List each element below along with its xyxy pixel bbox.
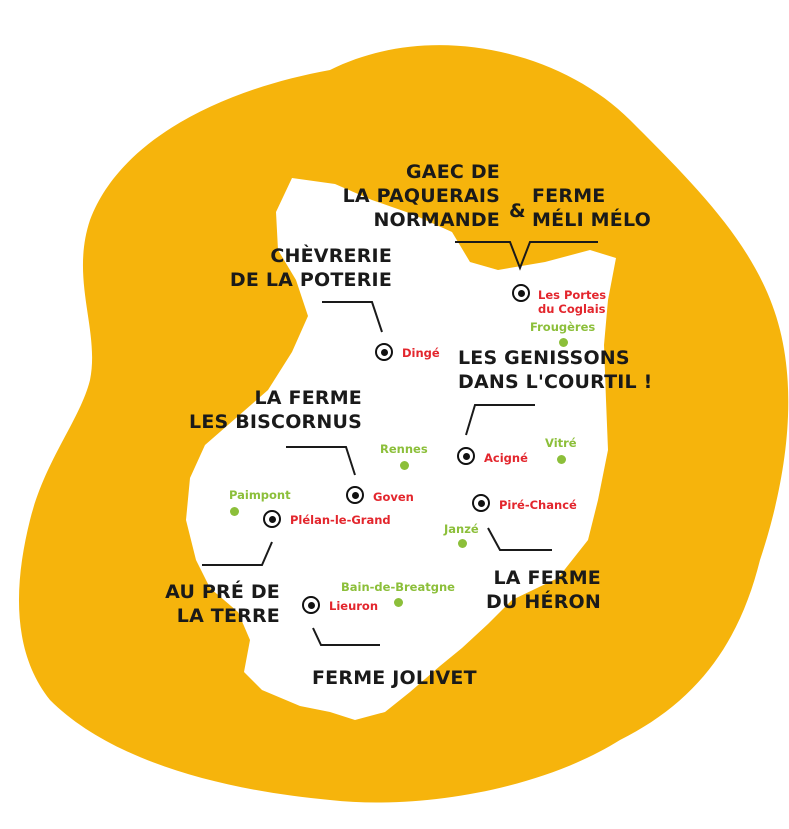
city-dot-vitre [557,455,566,464]
farm-label-line: LES GENISSONS [458,347,630,369]
city-label-janze: Janzé [444,522,479,536]
leader-line-pre-terre [202,541,273,566]
leader-line-jolivet [312,627,380,646]
city-label-rennes: Rennes [380,442,428,456]
farm-label-line: FERME [532,185,606,207]
city-dot-bain [394,598,403,607]
farm-marker-lieuron[interactable] [302,596,320,614]
farm-label-chevrerie: CHÈVRERIE DE LA POTERIE [210,244,392,292]
leader-line-heron [487,527,552,551]
city-dot-fougeres [559,338,568,347]
farm-label-genissons: LES GENISSONS DANS L'COURTIL ! [458,346,653,394]
ampersand: & [509,200,526,222]
farm-marker-goven[interactable] [346,486,364,504]
city-dot-rennes [400,461,409,470]
farm-town-goven: Goven [373,490,414,504]
farm-label-line: DE LA POTERIE [229,269,392,291]
farm-marker-portes-coglais[interactable] [512,284,530,302]
farm-label-heron: LA FERME DU HÉRON [470,566,601,614]
farm-label-line: LA PAQUERAIS [342,185,500,207]
farm-label-paquerais: GAEC DE LA PAQUERAIS NORMANDE [318,160,500,232]
farm-label-biscornus: LA FERME LES BISCORNUS [160,386,362,434]
farm-marker-dinge[interactable] [375,343,393,361]
farm-town-plelan: Plélan-le-Grand [290,513,391,527]
leader-line-genissons [465,404,535,436]
farm-marker-pire[interactable] [472,494,490,512]
farm-label-line: DANS L'COURTIL ! [458,371,653,393]
farm-town-line: du Coglais [538,302,606,316]
farm-label-line: GAEC DE [406,161,500,183]
farm-label-line: FERME JOLIVET [312,667,477,689]
city-label-paimpont: Paimpont [229,488,291,502]
leader-line-biscornus [286,446,356,476]
farm-label-meli-melo: FERME MÉLI MÉLO [532,184,651,232]
farm-town-pire: Piré-Chancé [499,498,577,512]
farm-label-jolivet: FERME JOLIVET [312,666,477,690]
farm-marker-acigne[interactable] [457,447,475,465]
farm-label-line: AU PRÉ DE [165,581,280,603]
farm-marker-plelan[interactable] [263,510,281,528]
city-label-bain: Bain-de-Breatgne [341,580,455,594]
farm-town-portes-coglais: Les Portes du Coglais [538,288,606,316]
leader-lines [202,241,598,646]
farm-town-dinge: Dingé [402,346,440,360]
city-dot-janze [458,539,467,548]
leader-line-chevrerie [322,301,383,333]
city-label-fougeres: Frougères [530,320,596,334]
city-dot-paimpont [230,507,239,516]
farm-label-line: LA TERRE [176,605,280,627]
farm-label-pre-terre: AU PRÉ DE LA TERRE [150,580,280,628]
farm-town-line: Les Portes [538,288,607,302]
farm-label-line: LES BISCORNUS [189,411,362,433]
farm-town-acigne: Acigné [484,451,528,465]
region-map-shape [186,178,616,720]
city-label-vitre: Vitré [545,436,577,450]
farm-label-line: NORMANDE [373,209,500,231]
farm-label-line: DU HÉRON [486,591,601,613]
farm-label-line: MÉLI MÉLO [532,209,651,231]
farm-label-line: CHÈVRERIE [270,245,392,267]
farm-label-line: LA FERME [254,387,362,409]
leader-line-paquerais [455,241,598,271]
farm-town-lieuron: Lieuron [329,599,379,613]
farm-label-line: LA FERME [493,567,601,589]
